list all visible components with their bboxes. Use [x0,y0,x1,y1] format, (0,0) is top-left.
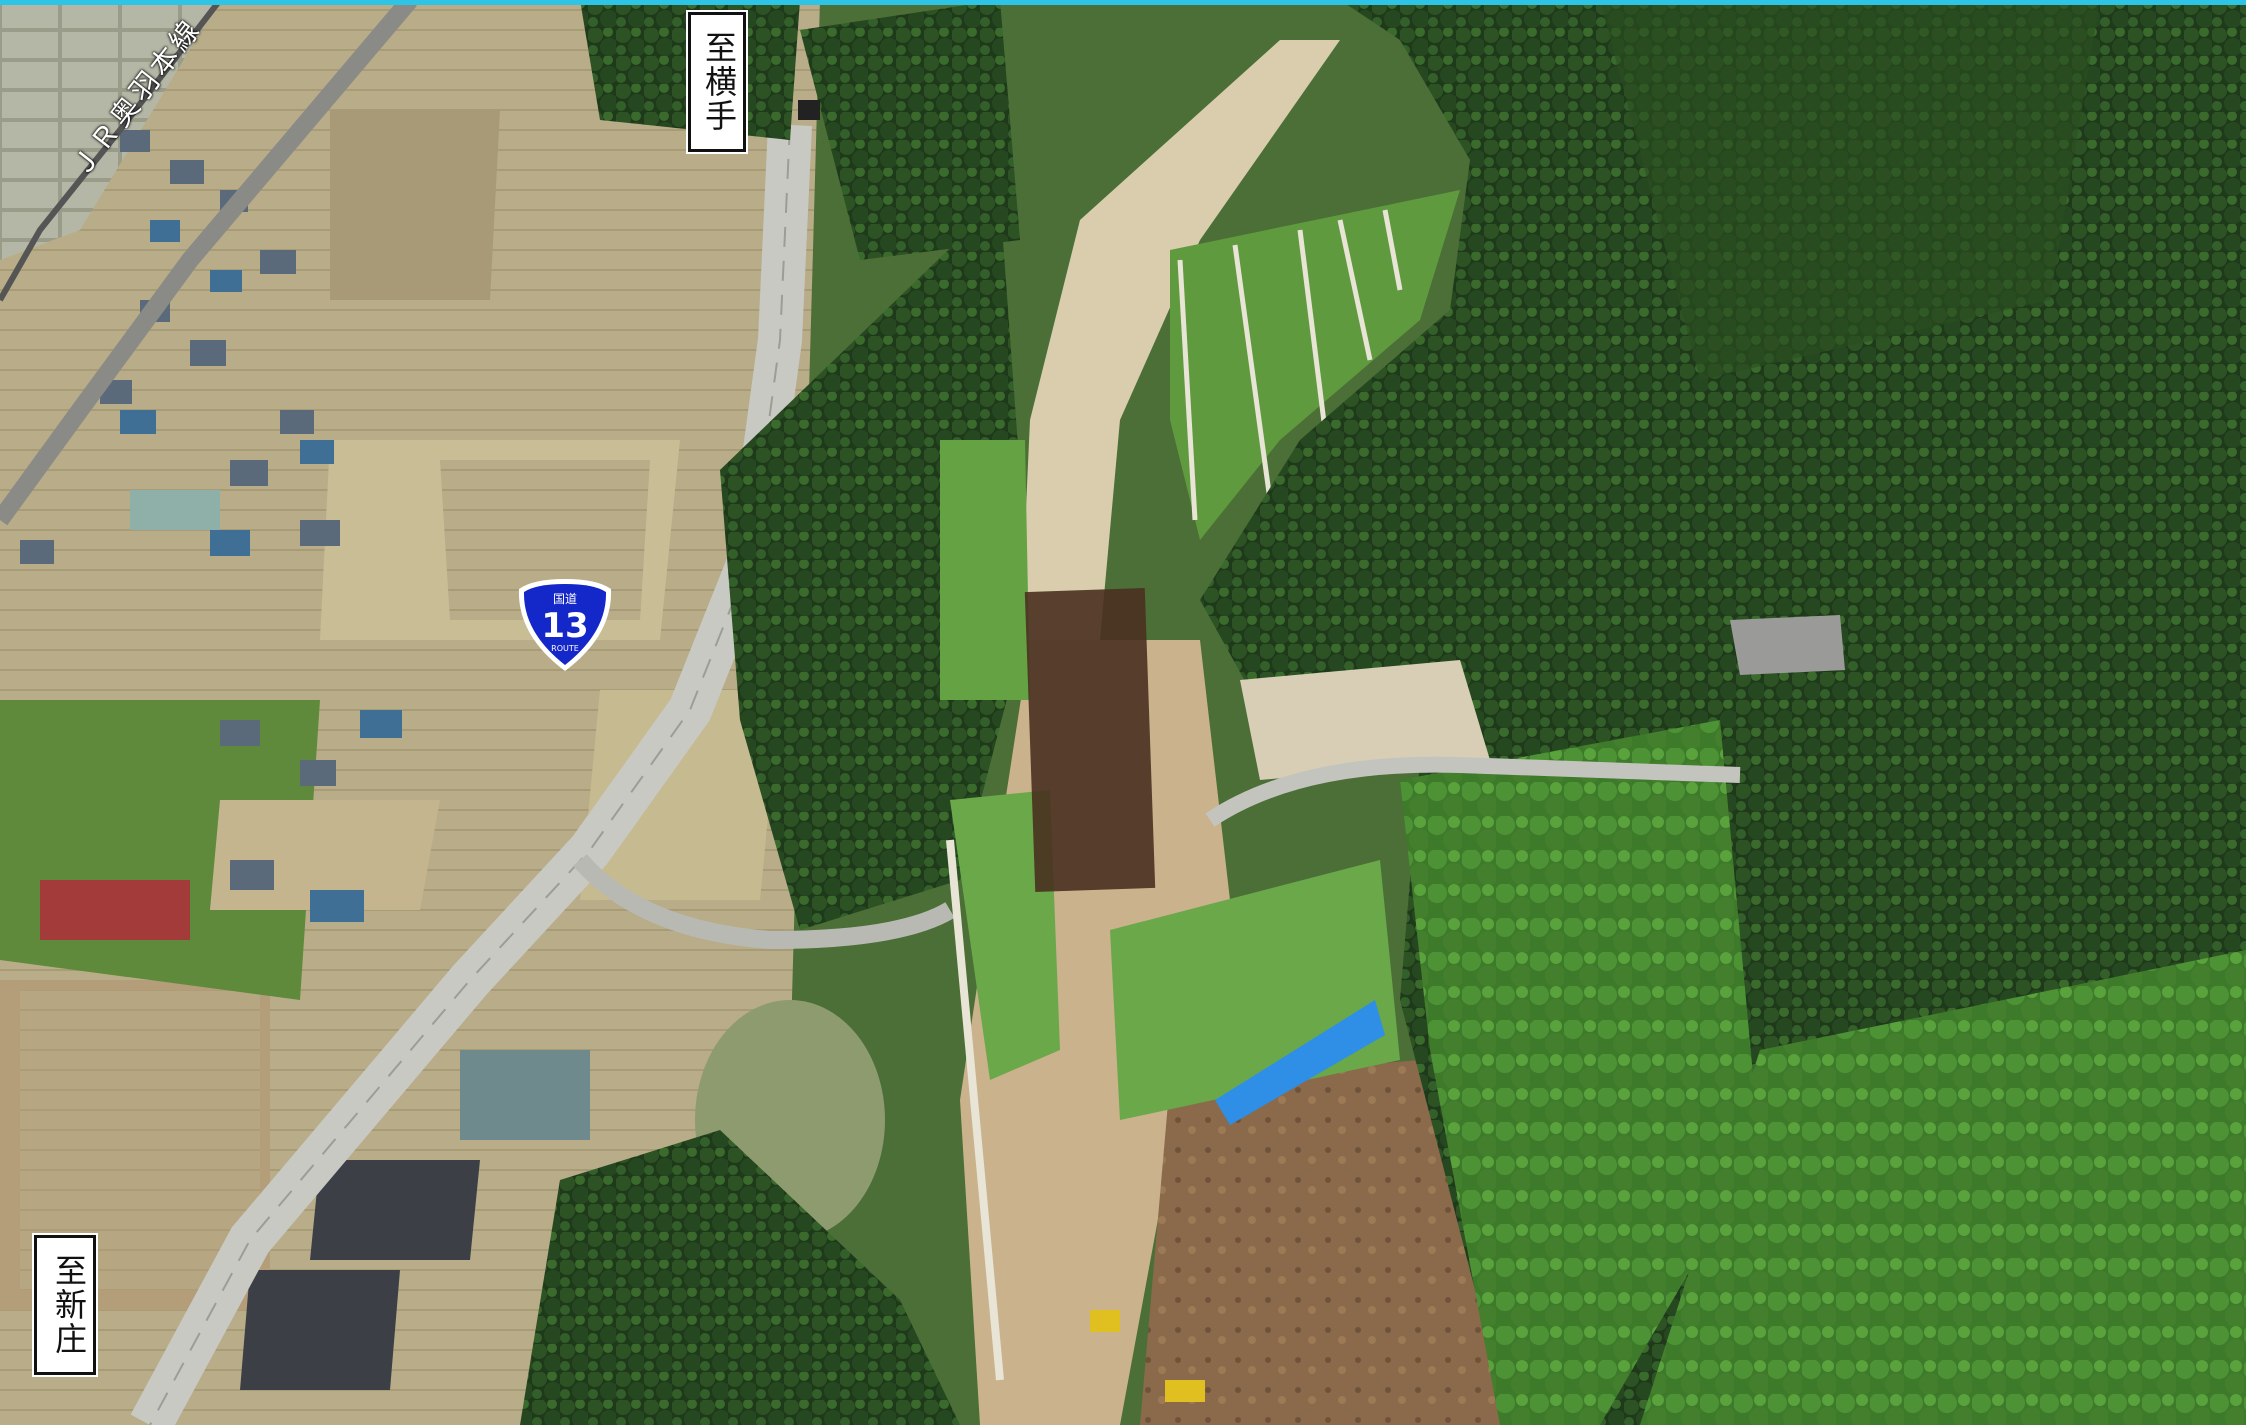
route-shield-top: 国道 [553,592,577,606]
route-shield-number: 13 [541,606,588,646]
top-accent-bar [0,0,2246,5]
north-destination-label: 至横手 [686,10,748,154]
route-shield-bottom: ROUTE [551,644,579,653]
route-13-shield-icon: 国道 13 ROUTE [518,579,612,671]
south-destination-label: 至新庄 [32,1233,98,1377]
